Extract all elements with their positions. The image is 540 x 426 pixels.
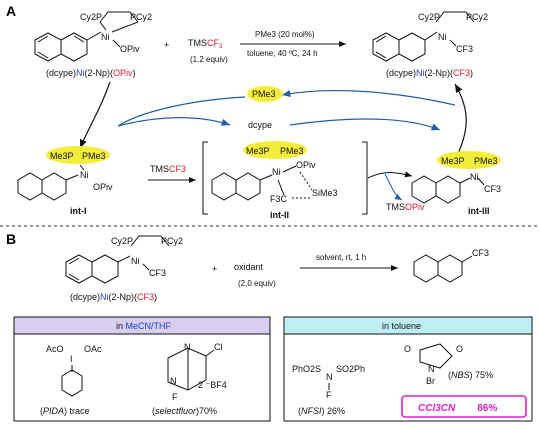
pida-caption: (PIDA) trace (40, 406, 90, 416)
right-conditions-box: in toluene PhO2S N SO2Ph F (NFSI) 26% O … (283, 316, 533, 422)
reagent-equiv: (1.2 equiv) (190, 55, 228, 64)
int3-ni: Ni (470, 172, 479, 182)
int3-cf3: CF3 (484, 184, 501, 194)
cycle-pme3-label: PMe3 (252, 89, 276, 99)
selectfluor-caption: (selectfluor)70% (152, 406, 217, 416)
int1-label: int-I (70, 206, 87, 216)
byproduct-tmsopiv: TMSOPiv (386, 202, 425, 212)
pme3-highlight (247, 86, 283, 102)
int2-me3p: Me3P (246, 146, 270, 156)
nbs-caption: (NBS) 75% (448, 370, 493, 380)
catalytic-cycle-arrows (79, 81, 467, 161)
int2-opiv: OPiv (296, 160, 316, 170)
intermediate-3: Me3P PMe3 Ni CF3 int-III (411, 151, 501, 216)
int3-label: int-III (468, 206, 490, 216)
nbs-n: N (428, 364, 435, 374)
sf-f: F (172, 392, 178, 402)
int1-ni: Ni (80, 170, 89, 180)
int3-pme3: PMe3 (474, 156, 498, 166)
int2-ni: Ni (272, 167, 281, 177)
cf3-naphthalene-product: CF3 (413, 248, 489, 283)
right-box-header: in toluene (382, 321, 421, 331)
product-ni-label: Ni (438, 32, 447, 42)
int1-opiv: OPiv (93, 182, 113, 192)
b-cy2p: Cy2P (111, 236, 133, 246)
nfsi-structure: PhO2S N SO2Ph F (NFSI) 26% (292, 364, 365, 416)
int2-pme3: PMe3 (280, 146, 304, 156)
oxidant-equiv: (2.0 equiv) (238, 279, 276, 288)
int1-pme3: PMe3 (82, 151, 106, 161)
pida-aco: AcO (46, 344, 64, 354)
sf-n1: N (184, 342, 191, 352)
complex-dcype-ni-opiv: Cy2P PCy2 Ni OPiv (dcype)Ni(2-Np)(OPiv) (34, 11, 152, 78)
step-arrow-2 (367, 171, 413, 179)
int2-f3c: F3C (270, 194, 288, 204)
int2-sime3: SiMe3 (312, 188, 338, 198)
byproduct-arrow (384, 173, 403, 201)
nbs-o2: O (456, 344, 463, 354)
pida-structure: AcO I OAc (PIDA) trace (40, 344, 102, 416)
b-complex-name: (dcype)Ni(2-Np)(CF3) (70, 292, 157, 302)
product-cy2p-label: Cy2P (418, 12, 440, 22)
complex1-name: (dcype)Ni(2-Np)(OPiv) (46, 68, 136, 78)
nfsi-caption: (NFSI) 26% (298, 406, 345, 416)
product-cf3-label: CF3 (456, 44, 473, 54)
naphthalene-ring (34, 32, 88, 62)
ni-label: Ni (101, 32, 110, 42)
nbs-br: Br (426, 376, 435, 386)
ccl3cn-highlight-box (401, 395, 527, 418)
b-pcy2: PCy2 (161, 236, 183, 246)
conditions-catalyst: PMe3 (20 mol%) (255, 30, 315, 39)
plus-sign-a: + (164, 40, 169, 50)
plus-sign-b: + (212, 264, 217, 274)
nfsi-left: PhO2S (292, 364, 321, 374)
intermediate-2: Me3P PMe3 Ni OPiv F3C SiMe3 int-II (202, 141, 368, 220)
pida-i: I (70, 354, 73, 364)
nbs-o1: O (404, 344, 411, 354)
product-name: (dcype)Ni(2-Np)(CF3) (386, 68, 473, 78)
nfsi-n: N (326, 372, 333, 382)
conditions-solvent: toluene, 40 ºC, 24 h (247, 49, 318, 58)
nfsi-right: SO2Ph (336, 364, 365, 374)
intermediate-1: Me3P PMe3 Ni OPiv int-I (17, 146, 113, 216)
cy2p-label: Cy2P (80, 12, 102, 22)
product-pcy2-label: PCy2 (466, 12, 488, 22)
product-dcype-ni-cf3: Cy2P PCy2 Ni CF3 (dcype)Ni(2-Np)(CF3) (372, 11, 488, 78)
step-tmscf3: TMSCF3 (150, 164, 186, 174)
sf-n2: N (170, 376, 177, 386)
nfsi-f: F (326, 390, 332, 400)
cycle-dcype-label: dcype (248, 120, 272, 130)
svg-text:TMSCF3: TMSCF3 (188, 38, 223, 50)
panel-b-conditions: solvent, rt, 1 h (316, 253, 366, 262)
opiv-label: OPiv (120, 44, 140, 54)
sf-bf4: 2 ⁻BF4 (198, 380, 227, 390)
tmscf3-reagent: TMSCF3 (1.2 equiv) (188, 38, 228, 64)
pcy2-label: PCy2 (130, 12, 152, 22)
left-box-header: in MeCN/THF (116, 321, 172, 331)
panel-b-label: B (6, 231, 16, 247)
selectfluor-structure: Cl N N F 2 ⁻BF4 (selectfluor)70% (152, 342, 227, 416)
sf-cl: Cl (214, 342, 223, 352)
panel-a-label: A (6, 3, 16, 19)
product-cf3: CF3 (472, 248, 489, 258)
b-cf3: CF3 (149, 268, 166, 278)
int1-me3p: Me3P (50, 151, 74, 161)
b-ni: Ni (131, 256, 140, 266)
left-conditions-box: in MeCN/THF AcO I OAc (PIDA) trace Cl N … (13, 316, 271, 422)
int2-label: int-II (270, 210, 289, 220)
int3-me3p: Me3P (441, 156, 465, 166)
oxidant-label: oxidant (234, 262, 264, 272)
pida-oac: OAc (84, 344, 102, 354)
nbs-structure: O O N Br (NBS) 75% (404, 343, 493, 386)
panel-b-complex: Cy2P PCy2 Ni CF3 (dcype)Ni(2-Np)(CF3) (65, 235, 183, 302)
